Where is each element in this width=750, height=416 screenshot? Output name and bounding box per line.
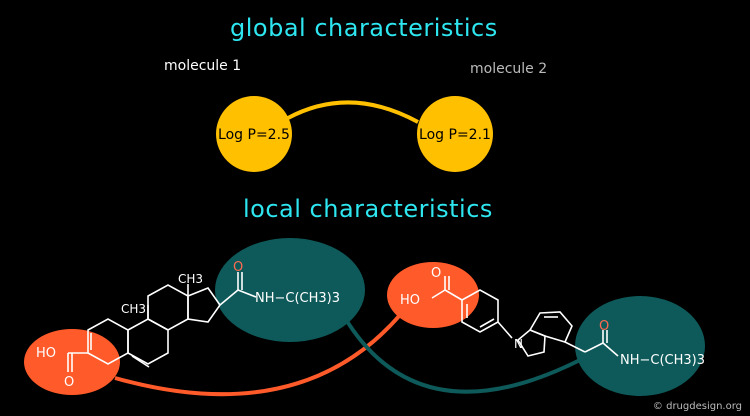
methyl-label-top: CH3 <box>178 272 203 286</box>
global-characteristics-heading: global characteristics <box>230 14 498 42</box>
molecule-1-label: molecule 1 <box>164 58 242 74</box>
molecule-2-label: molecule 2 <box>470 61 548 77</box>
acid-match-curve <box>114 313 402 397</box>
hydroxyl-label-right: HO <box>400 293 420 308</box>
amide-label-right: NH−C(CH3)3 <box>620 353 705 368</box>
amide-match-curve <box>343 316 581 394</box>
amide-label-left: NH−C(CH3)3 <box>255 291 340 306</box>
carboxylic-acid-region-molecule-2 <box>387 262 479 328</box>
logp-value-molecule-1: Log P=2.5 <box>218 127 290 143</box>
logp-value-molecule-2: Log P=2.1 <box>419 127 491 143</box>
amide-region-molecule-1 <box>215 238 365 342</box>
logp-connector <box>287 100 419 124</box>
local-characteristics-heading: local characteristics <box>243 195 493 223</box>
copyright-credit: © drugdesign.org <box>652 401 742 412</box>
amide-region-molecule-2 <box>575 296 705 396</box>
steroid-structure <box>67 272 257 372</box>
indole-nitrogen-label: N <box>514 337 523 351</box>
amide-oxygen-left: O <box>233 260 243 275</box>
amide-oxygen-right: O <box>599 319 609 334</box>
acid-oxygen-left: O <box>64 375 74 390</box>
acid-oxygen-right: O <box>431 266 441 281</box>
logp-circle-molecule-1 <box>216 96 292 172</box>
indole-structure <box>431 276 619 357</box>
hydroxyl-label-left: HO <box>36 346 56 361</box>
logp-circle-molecule-2 <box>417 96 493 172</box>
methyl-label-ring: CH3 <box>121 302 146 316</box>
